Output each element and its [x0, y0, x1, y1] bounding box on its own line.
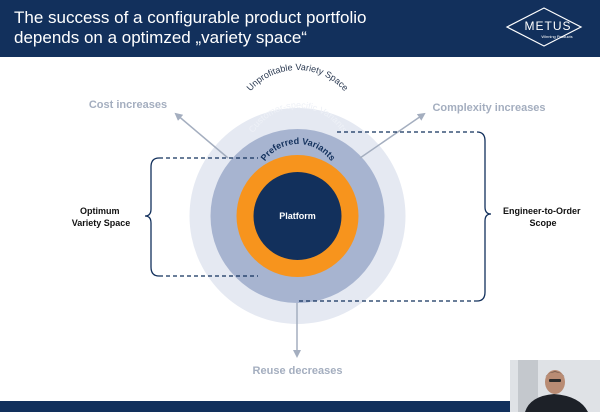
presenter-avatar	[510, 360, 600, 412]
presenter-webcam	[510, 360, 600, 412]
slide-header: The success of a configurable product po…	[0, 0, 600, 57]
variety-space-diagram: Unprofitable Variety Space Customer-spec…	[72, 62, 583, 377]
logo-diamond-icon	[505, 7, 583, 47]
slide-footer-bar	[0, 401, 600, 412]
cost-increases-arrow-icon	[174, 112, 229, 159]
platform-core	[253, 172, 342, 260]
logo-text: METUS	[525, 19, 572, 33]
cost-increases-label: Cost increases	[89, 99, 167, 111]
unprofitable-variety-space-text: Unprofitable Variety Space	[245, 62, 351, 93]
title-line-2: depends on a optimzed „variety space“	[14, 28, 307, 47]
right-curly-brace-icon	[476, 131, 492, 302]
unprofitable-variety-space-label: Unprofitable Variety Space	[245, 62, 351, 93]
slide-title: The success of a configurable product po…	[14, 8, 474, 48]
metus-logo: METUS Winning Products	[505, 7, 583, 47]
reuse-decreases-label: Reuse decreases	[253, 365, 343, 377]
logo-subtext: Winning Products	[541, 34, 572, 39]
optimum-line-2: Variety Space	[72, 218, 131, 228]
title-line-1: The success of a configurable product po…	[14, 8, 367, 27]
left-curly-brace-icon	[144, 157, 160, 277]
complexity-increases-arrow-icon	[359, 112, 426, 159]
eto-line-2: Scope	[529, 218, 556, 228]
platform-label: Platform	[279, 211, 316, 221]
eto-line-1: Engineer-to-Order	[503, 206, 581, 216]
optimum-variety-space-label: Optimum Variety Space	[72, 206, 131, 228]
complexity-increases-label: Complexity increases	[432, 102, 545, 114]
optimum-line-1: Optimum	[80, 206, 120, 216]
engineer-to-order-scope-label: Engineer-to-Order Scope	[503, 206, 583, 228]
